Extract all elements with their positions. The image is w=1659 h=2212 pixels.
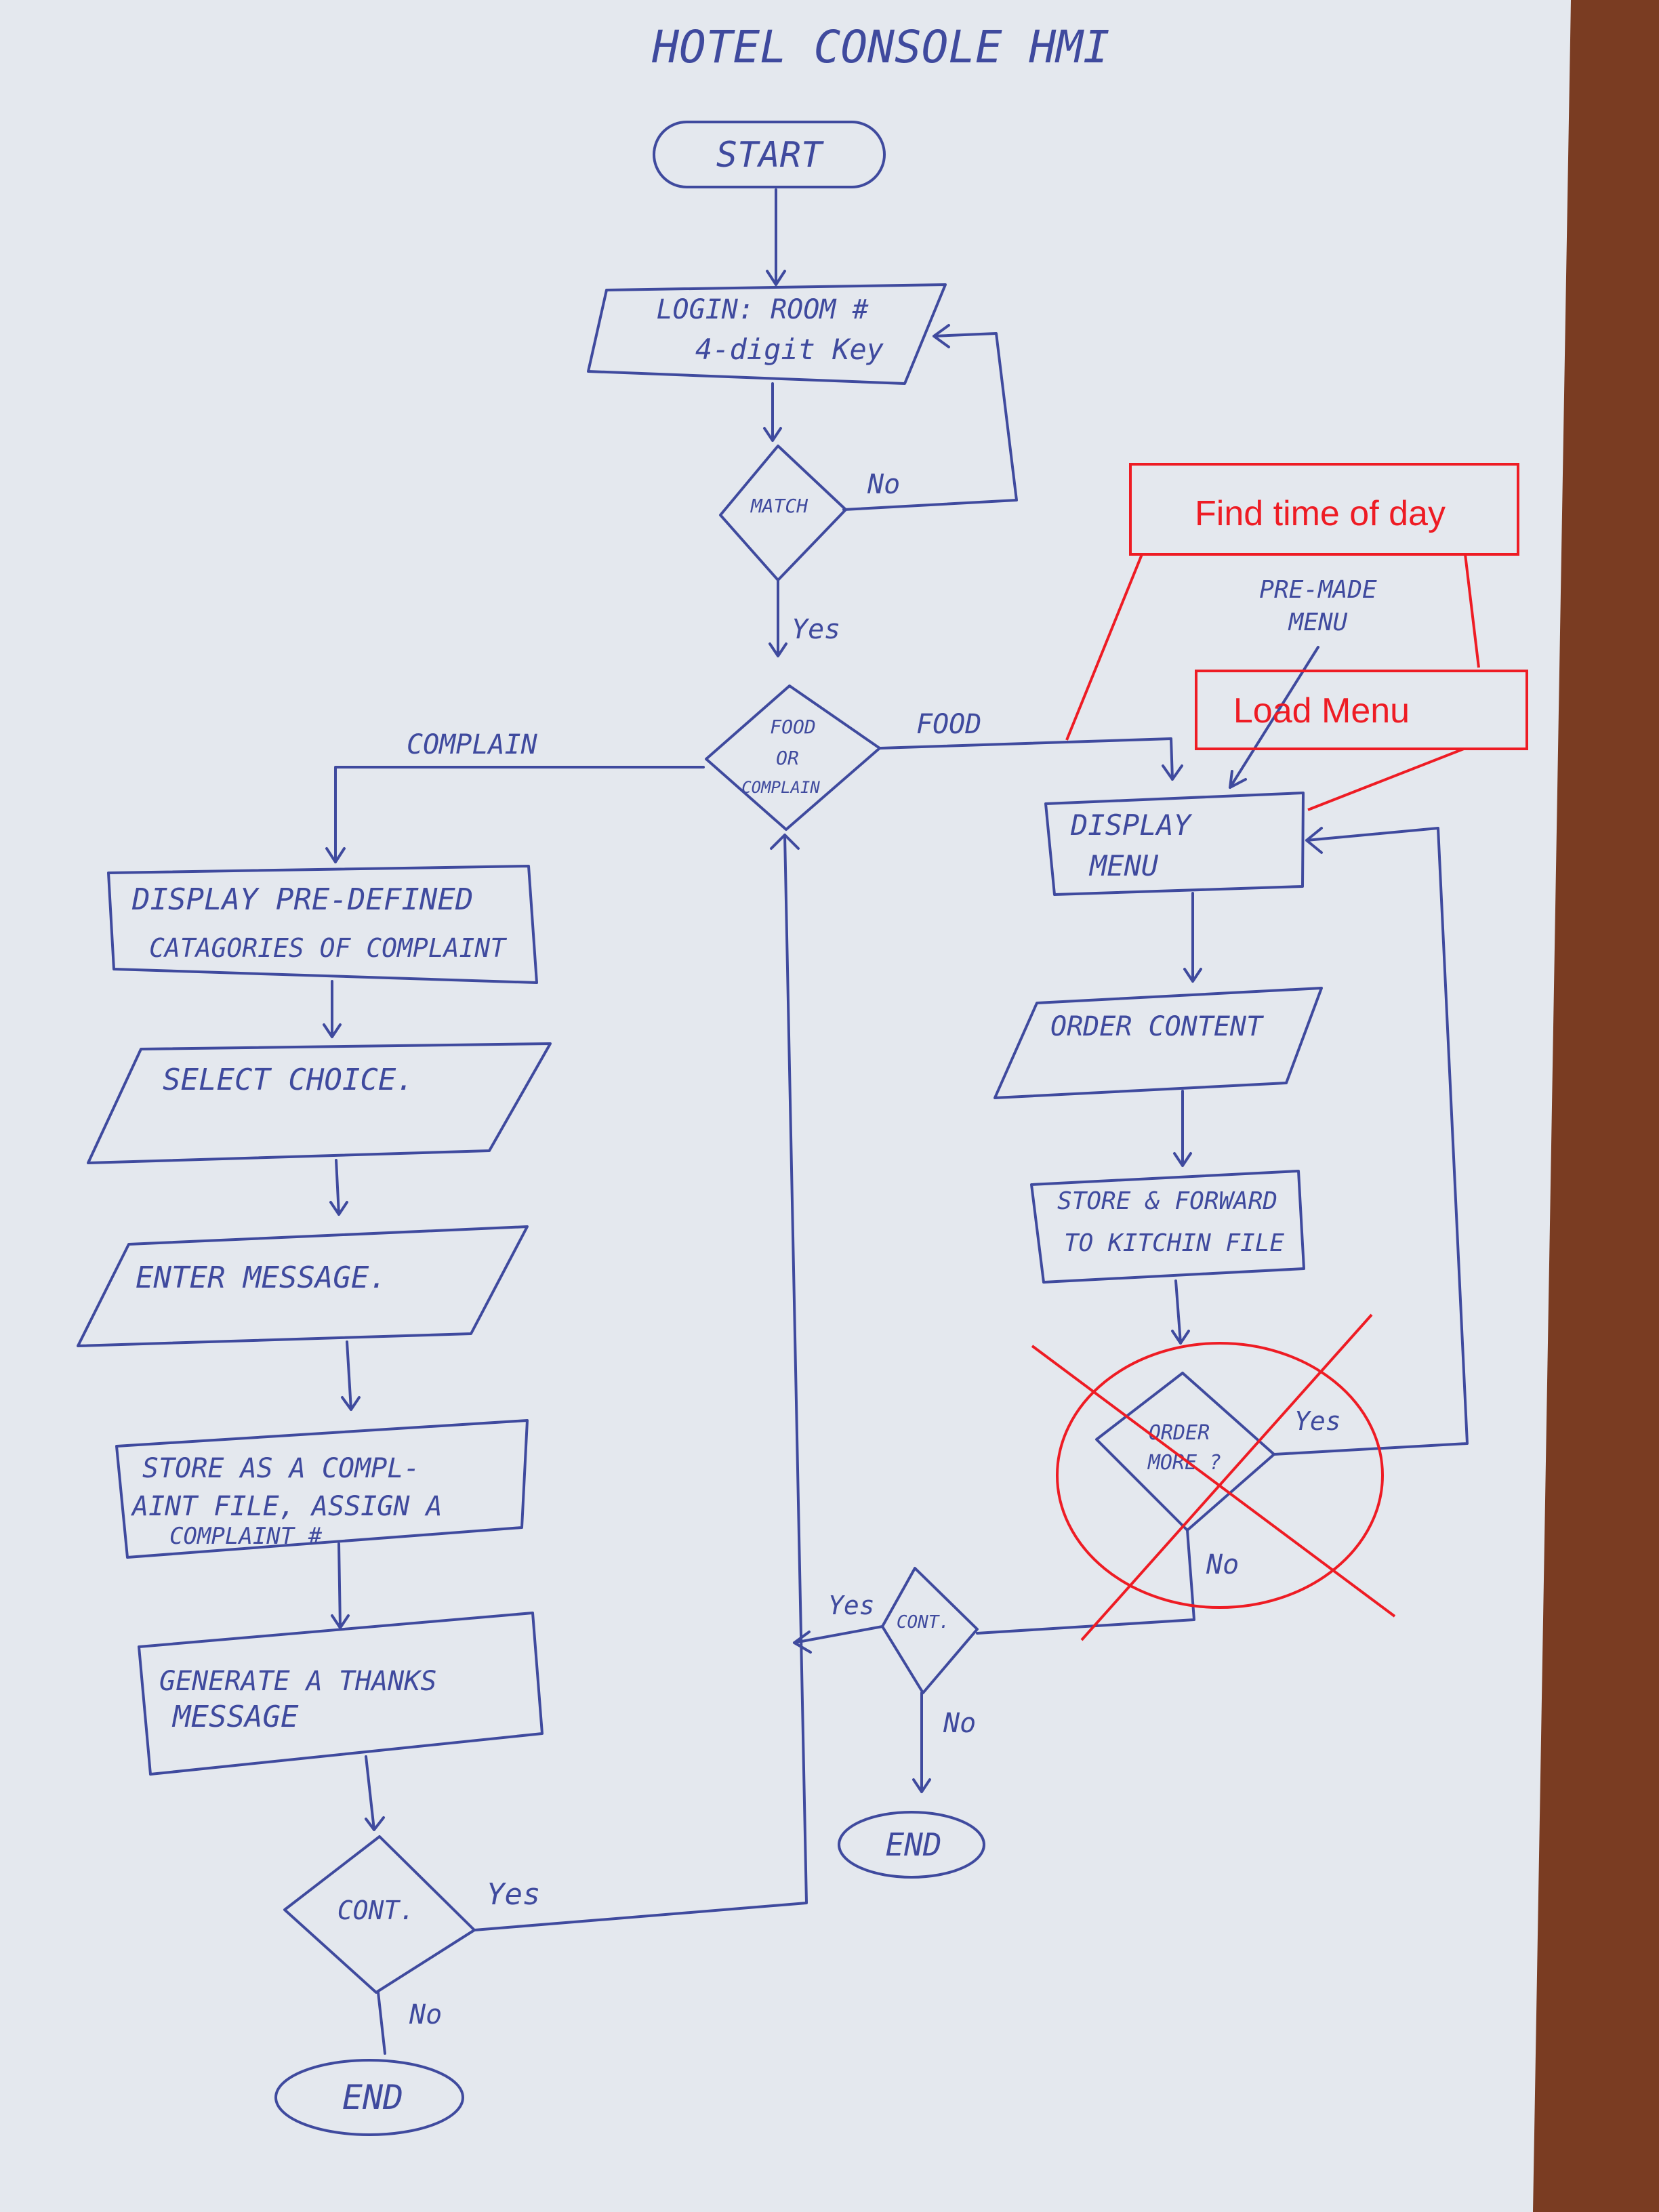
yes-label: Yes bbox=[828, 1591, 875, 1620]
svg-text:STORE & FORWARD: STORE & FORWARD bbox=[1057, 1187, 1277, 1215]
display-menu-box: DISPLAY MENU bbox=[1044, 792, 1305, 896]
food-connector bbox=[878, 737, 1183, 781]
display-categories-box: DISPLAY PRE-DEFINED CATAGORIES OF COMPLA… bbox=[107, 865, 538, 984]
svg-text:OR: OR bbox=[776, 747, 799, 769]
food-or-complain-decision: FOOD OR COMPLAIN bbox=[705, 684, 881, 831]
select-choice-input: SELECT CHOICE. bbox=[87, 1042, 552, 1164]
match-decision: MATCH bbox=[719, 445, 847, 581]
svg-text:CONT.: CONT. bbox=[337, 1896, 415, 1925]
page-title: HOTEL CONSOLE HMI bbox=[651, 21, 1110, 73]
svg-text:AINT FILE, ASSIGN A: AINT FILE, ASSIGN A bbox=[130, 1491, 443, 1522]
connector bbox=[1173, 1090, 1192, 1167]
svg-text:END: END bbox=[342, 2078, 403, 2117]
loop-back-line bbox=[473, 834, 808, 1931]
callout-leader bbox=[1065, 554, 1480, 741]
svg-text:4-digit Key: 4-digit Key bbox=[695, 333, 884, 366]
svg-text:MESSAGE: MESSAGE bbox=[171, 1700, 299, 1734]
find-time-callout: Find time of day bbox=[1129, 463, 1519, 556]
strike-out-mark bbox=[1031, 1313, 1396, 1641]
no-label: No bbox=[943, 1708, 976, 1739]
svg-text:STORE AS A COMPL-: STORE AS A COMPL- bbox=[142, 1453, 419, 1484]
connector bbox=[331, 1542, 350, 1629]
svg-text:COMPLAINT #: COMPLAINT # bbox=[169, 1523, 323, 1550]
svg-text:ENTER MESSAGE.: ENTER MESSAGE. bbox=[136, 1261, 387, 1295]
svg-text:Load Menu: Load Menu bbox=[1233, 691, 1410, 731]
premade-menu-label: PRE-MADE bbox=[1259, 576, 1377, 604]
yes-label: Yes bbox=[792, 614, 840, 645]
premade-menu-label: MENU bbox=[1288, 609, 1348, 636]
generate-thanks-box: GENERATE A THANKS MESSAGE bbox=[138, 1612, 544, 1776]
svg-text:LOGIN: ROOM #: LOGIN: ROOM # bbox=[656, 294, 869, 325]
callout-leader bbox=[1307, 747, 1465, 811]
login-input-box: LOGIN: ROOM # 4-digit Key bbox=[587, 283, 947, 385]
svg-text:DISPLAY: DISPLAY bbox=[1070, 808, 1193, 842]
yes-label: Yes bbox=[1294, 1406, 1341, 1436]
connector bbox=[912, 1692, 931, 1793]
svg-text:TO KITCHIN FILE: TO KITCHIN FILE bbox=[1064, 1229, 1284, 1257]
order-content-input: ORDER CONTENT bbox=[994, 987, 1323, 1099]
svg-text:CATAGORIES OF COMPLAINT: CATAGORIES OF COMPLAINT bbox=[149, 933, 507, 963]
retry-loop-line bbox=[842, 324, 1018, 511]
svg-text:COMPLAIN: COMPLAIN bbox=[741, 778, 820, 797]
svg-text:SELECT CHOICE.: SELECT CHOICE. bbox=[163, 1063, 414, 1097]
svg-text:CONT.: CONT. bbox=[897, 1612, 949, 1633]
svg-text:FOOD: FOOD bbox=[770, 716, 815, 738]
svg-text:END: END bbox=[885, 1826, 941, 1863]
connector bbox=[341, 1340, 361, 1411]
load-menu-callout: Load Menu bbox=[1195, 670, 1528, 750]
enter-message-input: ENTER MESSAGE. bbox=[77, 1225, 529, 1347]
connector bbox=[793, 1625, 884, 1654]
svg-text:MATCH: MATCH bbox=[750, 495, 808, 517]
connector bbox=[766, 188, 786, 286]
paper-sheet bbox=[0, 0, 1571, 2212]
continue-decision-left: CONT. bbox=[283, 1835, 476, 1994]
svg-text:ORDER CONTENT: ORDER CONTENT bbox=[1050, 1011, 1265, 1042]
no-path-line bbox=[976, 1529, 1195, 1635]
connector bbox=[323, 980, 342, 1038]
food-label: FOOD bbox=[916, 709, 981, 740]
connector bbox=[763, 382, 782, 442]
no-label: No bbox=[1206, 1549, 1239, 1580]
svg-text:DISPLAY PRE-DEFINED: DISPLAY PRE-DEFINED bbox=[131, 882, 473, 917]
svg-text:GENERATE A THANKS: GENERATE A THANKS bbox=[159, 1666, 436, 1697]
end-terminal-right: END bbox=[838, 1811, 985, 1879]
connector bbox=[1171, 1279, 1190, 1345]
svg-text:START: START bbox=[716, 135, 824, 176]
end-terminal-left: END bbox=[274, 2059, 464, 2136]
connector bbox=[365, 1755, 385, 1831]
store-complaint-box: STORE AS A COMPL- AINT FILE, ASSIGN A CO… bbox=[115, 1419, 529, 1559]
complain-connector bbox=[325, 766, 705, 863]
store-forward-box: STORE & FORWARD TO KITCHIN FILE bbox=[1030, 1170, 1305, 1284]
connector bbox=[377, 1991, 386, 2055]
connector bbox=[769, 579, 787, 657]
complain-label: COMPLAIN bbox=[407, 729, 538, 760]
svg-text:MENU: MENU bbox=[1088, 849, 1159, 882]
connector bbox=[329, 1159, 348, 1216]
order-more-loop bbox=[1273, 827, 1469, 1456]
no-label: No bbox=[409, 1999, 442, 2030]
no-label: No bbox=[867, 469, 900, 500]
svg-text:MORE ?: MORE ? bbox=[1147, 1451, 1221, 1475]
start-terminal: START bbox=[653, 121, 886, 188]
yes-label: Yes bbox=[487, 1877, 540, 1912]
connector bbox=[1183, 892, 1202, 983]
svg-text:Find time of day: Find time of day bbox=[1195, 494, 1446, 533]
